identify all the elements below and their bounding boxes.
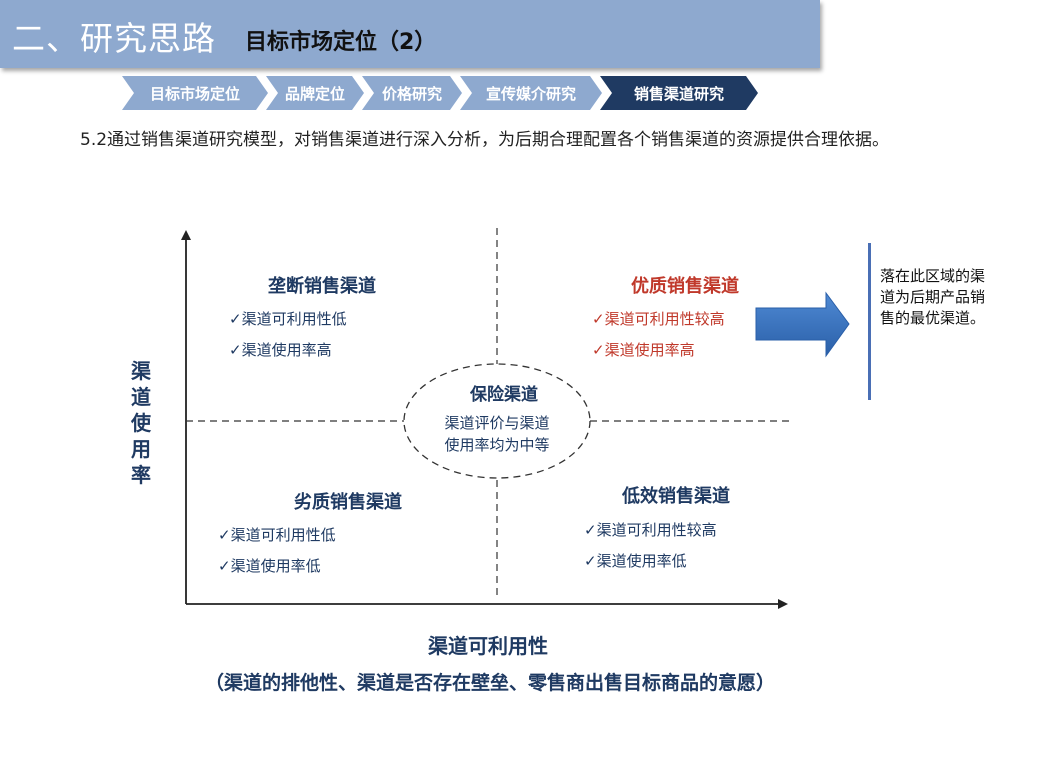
center-line: 渠道评价与渠道	[444, 414, 549, 432]
quadrant-item: ✓渠道可利用性低	[218, 526, 336, 544]
quadrant-item: ✓渠道可利用性低	[229, 310, 347, 328]
right-arrow-icon	[755, 291, 850, 358]
page-subtitle: 目标市场定位（2）	[245, 30, 437, 55]
breadcrumb-label: 销售渠道研究	[633, 84, 724, 103]
section-title: 二、研究思路	[12, 19, 216, 58]
breadcrumb-item-media[interactable]: 宣传媒介研究	[460, 76, 602, 110]
quadrant-item: ✓渠道使用率低	[218, 557, 321, 575]
note-text: 落在此区域的渠道为后期产品销售的最优渠道。	[880, 267, 986, 327]
center-title: 保险渠道	[469, 384, 538, 405]
quadrant-item: ✓渠道可利用性较高	[592, 310, 725, 328]
breadcrumb-item-price[interactable]: 价格研究	[362, 76, 462, 110]
quadrant-item: ✓渠道使用率低	[584, 552, 687, 570]
y-axis-label: 渠道使用率	[131, 359, 151, 487]
note-divider	[868, 243, 871, 400]
intro-text: 5.2通过销售渠道研究模型，对销售渠道进行深入分析，为后期合理配置各个销售渠道的…	[80, 130, 890, 150]
breadcrumb: 目标市场定位 品牌定位 价格研究 宣传媒介研究 销售渠道研究	[122, 76, 758, 110]
breadcrumb-label: 价格研究	[381, 84, 442, 103]
breadcrumb-item-sales-channel[interactable]: 销售渠道研究	[600, 76, 758, 110]
breadcrumb-item-brand[interactable]: 品牌定位	[266, 76, 364, 110]
x-axis-sublabel: （渠道的排他性、渠道是否存在壁垒、零售商出售目标商品的意愿）	[204, 672, 775, 694]
breadcrumb-item-target-market[interactable]: 目标市场定位	[122, 76, 268, 110]
header-bar: 二、研究思路 目标市场定位（2）	[0, 0, 820, 68]
breadcrumb-label: 品牌定位	[284, 84, 345, 103]
quadrant-item: ✓渠道可利用性较高	[584, 521, 717, 539]
center-line: 使用率均为中等	[444, 436, 549, 454]
x-axis-label: 渠道可利用性	[428, 634, 548, 658]
breadcrumb-label: 宣传媒介研究	[485, 84, 576, 103]
quadrant-title-top-left: 垄断销售渠道	[268, 275, 376, 297]
quadrant-item: ✓渠道使用率高	[229, 341, 332, 359]
center-ellipse	[403, 363, 591, 479]
quadrant-title-top-right: 优质销售渠道	[631, 275, 739, 297]
quadrant-title-bottom-right: 低效销售渠道	[621, 485, 730, 507]
quadrant-item: ✓渠道使用率高	[592, 341, 695, 359]
quadrant-title-bottom-left: 劣质销售渠道	[294, 491, 402, 513]
breadcrumb-label: 目标市场定位	[149, 84, 240, 103]
